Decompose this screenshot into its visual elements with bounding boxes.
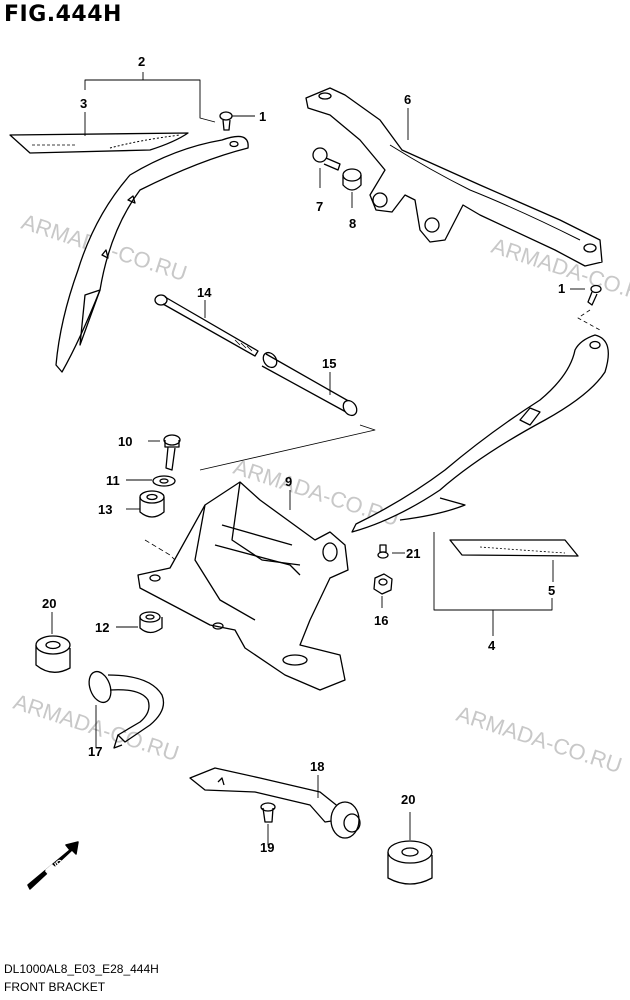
- callout-14: 14: [197, 285, 212, 300]
- callout-20-right: 20: [401, 792, 415, 807]
- figure-code: DL1000AL8_E03_E28_444H: [4, 962, 159, 976]
- callout-16: 16: [374, 613, 388, 628]
- part-10-bolt: [163, 434, 181, 471]
- callout-20-left: 20: [42, 596, 56, 611]
- part-20-damper-right: [387, 840, 433, 885]
- callout-3: 3: [80, 96, 87, 111]
- part-4-bracket-right: [351, 334, 609, 533]
- part-19-bolt: [260, 802, 276, 823]
- callout-7: 7: [316, 199, 323, 214]
- figure-title: FIG.444H: [4, 2, 122, 27]
- part-18-stay: [189, 767, 361, 839]
- part-5-cover-right: [449, 539, 579, 557]
- part-9-main-bracket: [137, 481, 349, 691]
- part-20-damper-left: [35, 635, 71, 673]
- part-2-bracket-left: [55, 135, 249, 373]
- part-13-damper: [139, 490, 165, 518]
- part-11-washer: [152, 475, 176, 487]
- callout-6: 6: [404, 92, 411, 107]
- callout-15: 15: [322, 356, 336, 371]
- callout-17: 17: [88, 744, 102, 759]
- callout-labels: 2 3 1 6 7 8 1 14 15 10 11 9 13 21 5 20 1…: [42, 54, 565, 855]
- callout-21: 21: [406, 546, 420, 561]
- callout-8: 8: [349, 216, 356, 231]
- part-16-nut: [373, 573, 393, 595]
- callout-12: 12: [95, 620, 109, 635]
- callout-18: 18: [310, 759, 324, 774]
- part-15-collar-tube: [261, 351, 358, 417]
- part-6-bracket-right: [305, 87, 603, 267]
- callout-10: 10: [118, 434, 132, 449]
- callout-19: 19: [260, 840, 274, 855]
- part-1-screw-right: [587, 284, 602, 306]
- part-8-collar: [342, 168, 362, 191]
- callout-1: 1: [259, 109, 266, 124]
- part-3-cover-left: [9, 132, 189, 154]
- part-12-collar: [139, 611, 163, 634]
- part-7-bolt: [312, 147, 341, 171]
- callout-1-right: 1: [558, 281, 565, 296]
- part-21-bolt: [377, 544, 389, 559]
- callout-9: 9: [285, 474, 292, 489]
- callout-11: 11: [106, 473, 120, 488]
- figure-name: FRONT BRACKET: [4, 980, 106, 994]
- callout-4: 4: [488, 638, 496, 653]
- part-1-screw: [219, 111, 233, 131]
- part-14-long-bolt: [154, 294, 259, 357]
- callout-5: 5: [548, 583, 555, 598]
- watermark: ARMADA-CO.RU: [453, 701, 625, 778]
- part-17-stay: [88, 670, 165, 749]
- callout-2: 2: [138, 54, 145, 69]
- callout-13: 13: [98, 502, 112, 517]
